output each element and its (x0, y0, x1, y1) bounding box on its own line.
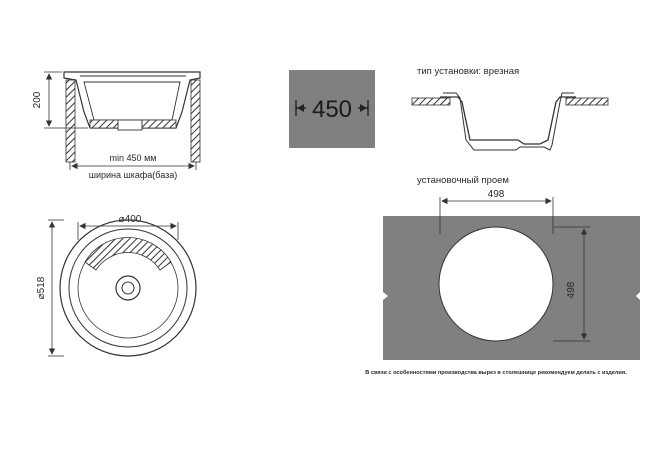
depth-label: 200 (32, 91, 43, 108)
top-view: ⌀400 ⌀518 (36, 214, 197, 357)
outer-label: ⌀518 (36, 276, 47, 299)
cabinet-wall-right (190, 79, 201, 163)
installation-type: тип установки: врезная (411, 66, 609, 151)
countertop-right (565, 97, 609, 106)
cabinet-width-label: ширина шкафа(база) (89, 170, 178, 180)
cabinet-size-badge: 450 (289, 70, 375, 148)
cabinet-wall-left (65, 79, 76, 163)
side-view: 200 min 450 мм ширина шкафа(база) (32, 71, 201, 180)
countertop-left (411, 97, 451, 106)
badge-value: 450 (312, 96, 352, 123)
diameter-label: ⌀400 (119, 214, 142, 225)
cutout-width-label: 498 (488, 189, 505, 200)
mounting-cutout: установочный проем 498 498 В связи с осо… (365, 175, 640, 376)
drain-outlet (117, 119, 143, 131)
installation-type-label: тип установки: врезная (417, 66, 519, 77)
min-width-label: min 450 мм (110, 153, 157, 163)
sink-section-inner (443, 92, 574, 151)
drain-hole (115, 275, 141, 301)
opening-label: установочный проем (417, 175, 509, 186)
cutout-height-label: 498 (566, 281, 577, 298)
installation-note: В связи с особенностями производства выр… (365, 369, 627, 376)
cutout-circle (438, 226, 554, 342)
drain-ribs (84, 237, 172, 271)
